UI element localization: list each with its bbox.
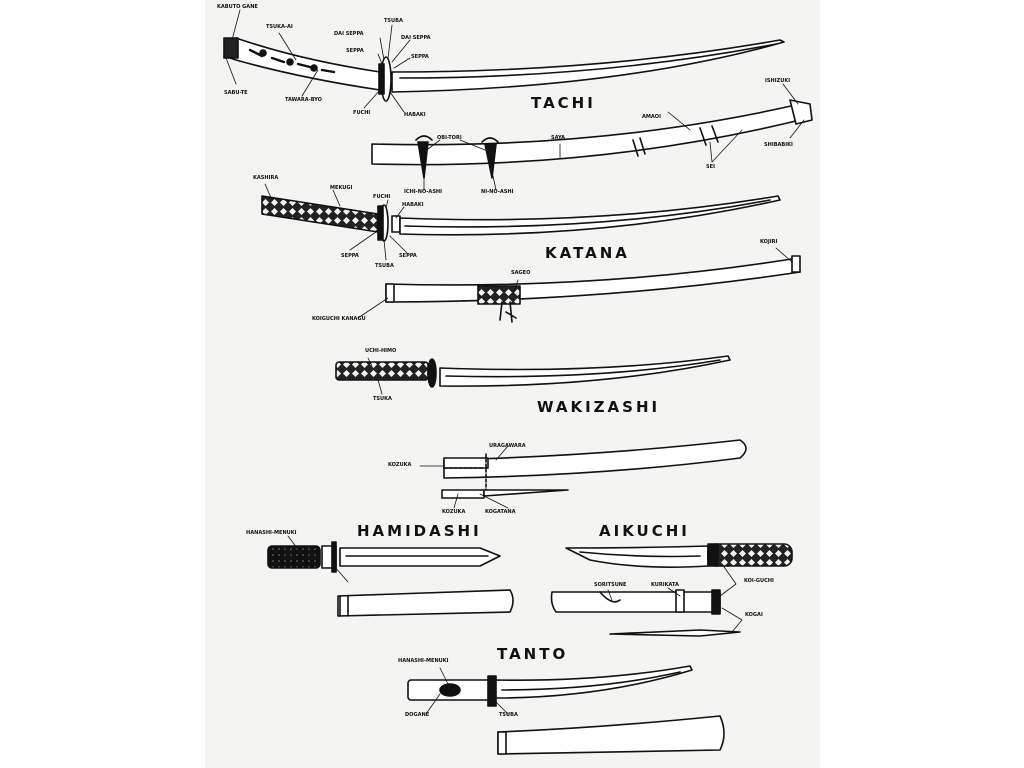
- label-saya: SAYA: [551, 136, 565, 142]
- katana-scabbard: [386, 256, 800, 322]
- label-sabu-te: SABU-TE: [224, 91, 248, 97]
- label-mekugi: MEKUGI: [330, 186, 352, 192]
- label-koi-guchi: KOI-GUCHI: [744, 579, 774, 585]
- label-dogane: DOGANE: [405, 713, 429, 719]
- aikuchi-scabbard: [552, 590, 741, 636]
- label-tsuka-ai: TSUKA-AI: [266, 25, 293, 31]
- aikuchi-sword: [566, 544, 792, 567]
- label-obi-tori: OBI-TORI: [437, 136, 462, 142]
- tachi-title: TACHI: [531, 94, 596, 112]
- katana-title: KATANA: [545, 244, 630, 262]
- label-kurikata: KURIKATA: [651, 583, 679, 589]
- label-seppa-left: SEPPA: [346, 49, 364, 55]
- tanto-scabbard: [498, 716, 724, 754]
- label-kozuka-bottom: KOZUKA: [442, 510, 465, 516]
- hamidashi-scabbard: [338, 590, 513, 616]
- label-seppa-right-katana: SEPPA: [399, 254, 417, 260]
- hamidashi-title: HAMIDASHI: [357, 522, 482, 540]
- label-fuchi-katana: FUCHI: [373, 195, 390, 201]
- label-sageo: SAGEO: [511, 271, 530, 277]
- label-ishizuki: ISHIZUKI: [765, 79, 790, 85]
- label-dai-seppa-left: DAI SEPPA: [334, 32, 364, 38]
- label-dai-seppa-right: DAI SEPPA: [401, 36, 431, 42]
- tanto-sword: [408, 666, 692, 706]
- wakizashi-title: WAKIZASHI: [537, 398, 660, 416]
- label-habaki: HABAKI: [404, 113, 426, 119]
- label-kashira: KASHIRA: [253, 176, 278, 182]
- label-tsuba-tanto: TSUBA: [499, 713, 518, 719]
- label-seppa-left-katana: SEPPA: [341, 254, 359, 260]
- label-tsuka: TSUKA: [373, 397, 392, 403]
- label-sei: SEI: [706, 165, 715, 171]
- label-soritsune: SORITSUNE: [594, 583, 626, 589]
- label-kojiri: KOJIRI: [760, 240, 777, 246]
- label-amaoi: AMAOI: [642, 115, 661, 121]
- label-koiguchi-kanagu: KOIGUCHI KANAGU: [312, 317, 366, 323]
- tachi-sword: [224, 38, 784, 101]
- label-kabuto-gane: KABUTO GANE: [217, 5, 258, 11]
- wakizashi-scabbard: [442, 440, 746, 498]
- tanto-title: TANTO: [497, 645, 568, 663]
- label-kozuka-top: KOZUKA: [388, 463, 411, 469]
- hamidashi-sword: [268, 542, 500, 572]
- label-kogatana: KOGATANA: [485, 510, 516, 516]
- label-hanashi-menuki-tanto: HANASHI-MENUKI: [398, 659, 449, 665]
- label-ichi-no-ashi: ICHI-NO-ASHI: [404, 190, 442, 196]
- label-ni-no-ashi: NI-NO-ASHI: [481, 190, 513, 196]
- label-fuchi: FUCHI: [353, 111, 370, 117]
- label-habaki-katana: HABAKI: [402, 203, 424, 209]
- aikuchi-title: AIKUCHI: [599, 522, 690, 540]
- label-uragawara: URAGAWARA: [489, 444, 526, 450]
- label-seppa-right: SEPPA: [411, 55, 429, 61]
- label-uchi-himo: UCHI-HIMO: [365, 349, 396, 355]
- label-tsuba-katana: TSUBA: [375, 264, 394, 270]
- label-tawara-byo: TAWARA-BYO: [285, 98, 322, 104]
- label-kogai: KOGAI: [745, 613, 763, 619]
- katana-sword: [262, 196, 780, 241]
- label-shibabiki: SHIBABIKI: [764, 143, 793, 149]
- wakizashi-sword: [336, 356, 730, 387]
- label-hanashi-menuki-hamidashi: HANASHI-MENUKI: [246, 531, 297, 537]
- label-tsuba: TSUBA: [384, 19, 403, 25]
